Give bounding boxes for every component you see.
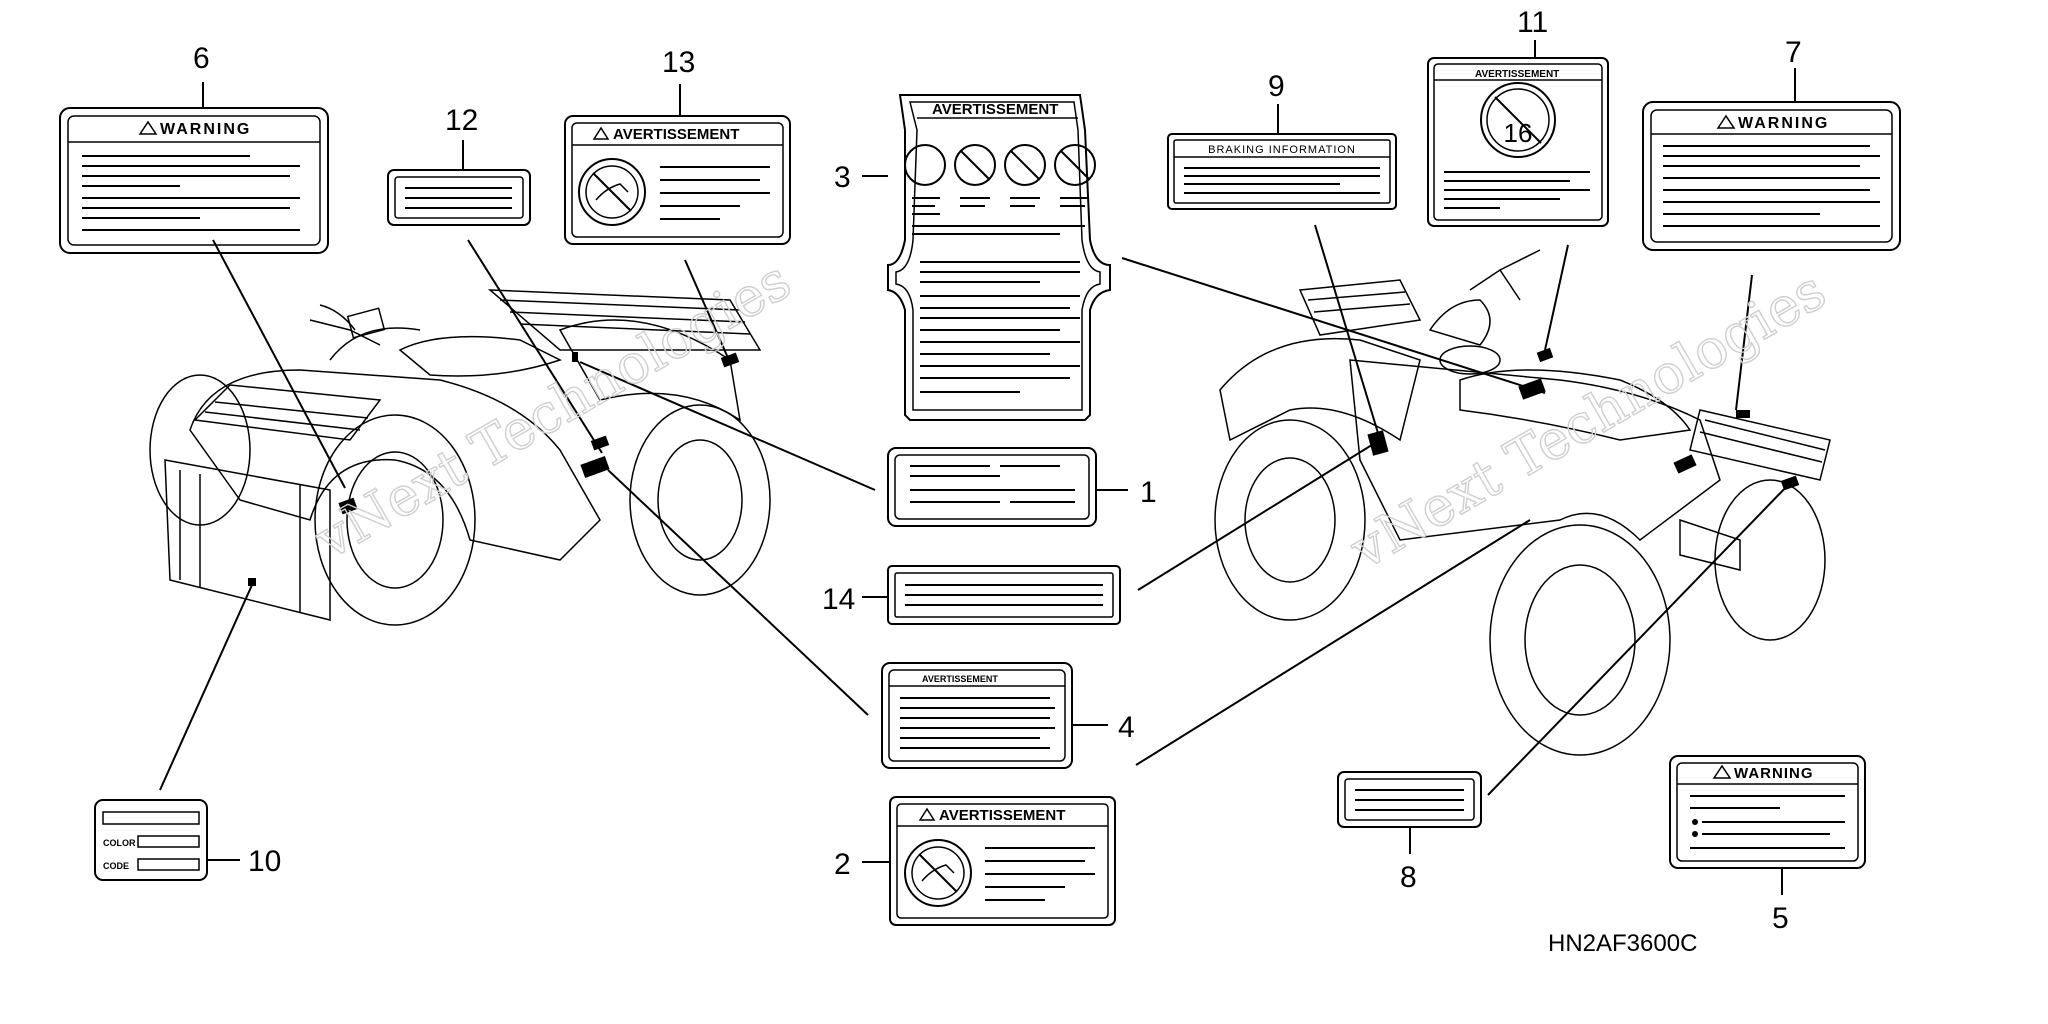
label-11-age: 16 bbox=[1504, 118, 1533, 148]
label-7-warning: WARNING bbox=[1642, 101, 1901, 251]
callout-ticks bbox=[202, 40, 1796, 895]
label-5-warning: WARNING bbox=[1669, 755, 1866, 869]
label-12 bbox=[387, 169, 531, 226]
label-11-heading: AVERTISSEMENT bbox=[1475, 69, 1559, 80]
label-10-color-code: COLOR CODE bbox=[94, 799, 208, 881]
callout-9: 9 bbox=[1268, 70, 1285, 103]
part-code: HN2AF3600C bbox=[1548, 930, 1697, 957]
label-4-heading: AVERTISSEMENT bbox=[922, 674, 998, 684]
callout-numbers: 1 2 3 4 5 6 7 8 9 10 11 12 13 14 bbox=[193, 6, 1802, 935]
label-13-avertissement: AVERTISSEMENT bbox=[564, 115, 791, 245]
label-2-heading: AVERTISSEMENT bbox=[939, 807, 1065, 824]
label-11-age-warning: AVERTISSEMENT 16 bbox=[1427, 57, 1609, 227]
leader-lines bbox=[159, 224, 1791, 796]
label-6-heading: WARNING bbox=[160, 121, 251, 138]
callout-3: 3 bbox=[834, 161, 851, 194]
callout-1: 1 bbox=[1140, 476, 1157, 509]
label-1 bbox=[887, 447, 1097, 527]
callout-11: 11 bbox=[1517, 6, 1548, 39]
label-10-color: COLOR bbox=[103, 838, 136, 848]
label-13-heading: AVERTISSEMENT bbox=[613, 126, 739, 143]
callout-13: 13 bbox=[662, 46, 695, 79]
label-9-braking-information: BRAKING INFORMATION bbox=[1167, 133, 1397, 210]
label-3-avertissement: AVERTISSEMENT bbox=[887, 94, 1111, 421]
label-6-warning: WARNING bbox=[59, 107, 329, 254]
callout-7: 7 bbox=[1785, 36, 1802, 69]
label-14 bbox=[887, 565, 1121, 625]
callout-5: 5 bbox=[1772, 902, 1789, 935]
label-9-heading: BRAKING INFORMATION bbox=[1208, 144, 1356, 156]
callout-10: 10 bbox=[248, 845, 281, 878]
label-2-avertissement: AVERTISSEMENT bbox=[889, 796, 1116, 926]
watermark-left: vNext Technologies bbox=[304, 248, 801, 571]
callout-2: 2 bbox=[834, 848, 851, 881]
callout-4: 4 bbox=[1118, 711, 1135, 744]
label-4-avertissement: AVERTISSEMENT bbox=[881, 662, 1073, 769]
atv-front-view bbox=[149, 289, 771, 626]
watermarks: vNext Technologies vNext Technologies bbox=[303, 248, 1836, 583]
callout-14: 14 bbox=[822, 583, 855, 616]
callout-8: 8 bbox=[1400, 861, 1417, 894]
label-8 bbox=[1337, 771, 1482, 828]
callout-6: 6 bbox=[193, 42, 210, 75]
label-10-code: CODE bbox=[103, 861, 129, 871]
label-5-heading: WARNING bbox=[1734, 765, 1814, 782]
label-3-heading: AVERTISSEMENT bbox=[932, 101, 1058, 118]
callout-12: 12 bbox=[445, 104, 478, 137]
label-7-heading: WARNING bbox=[1738, 115, 1829, 132]
